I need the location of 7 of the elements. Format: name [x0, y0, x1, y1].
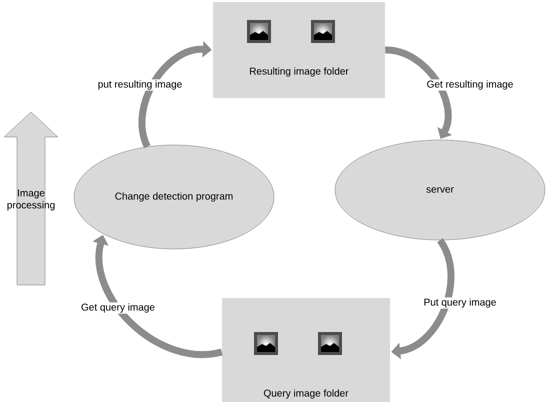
edge-label: Get resulting image — [426, 79, 514, 91]
curved-arrow — [384, 46, 452, 139]
folder-box: Query image folder — [222, 298, 390, 402]
folder-box: Resulting image folder — [213, 2, 385, 98]
edge-label: put resulting image — [96, 79, 184, 91]
edge-label: Put query image — [422, 297, 498, 309]
edge-label: Get query image — [80, 302, 156, 314]
